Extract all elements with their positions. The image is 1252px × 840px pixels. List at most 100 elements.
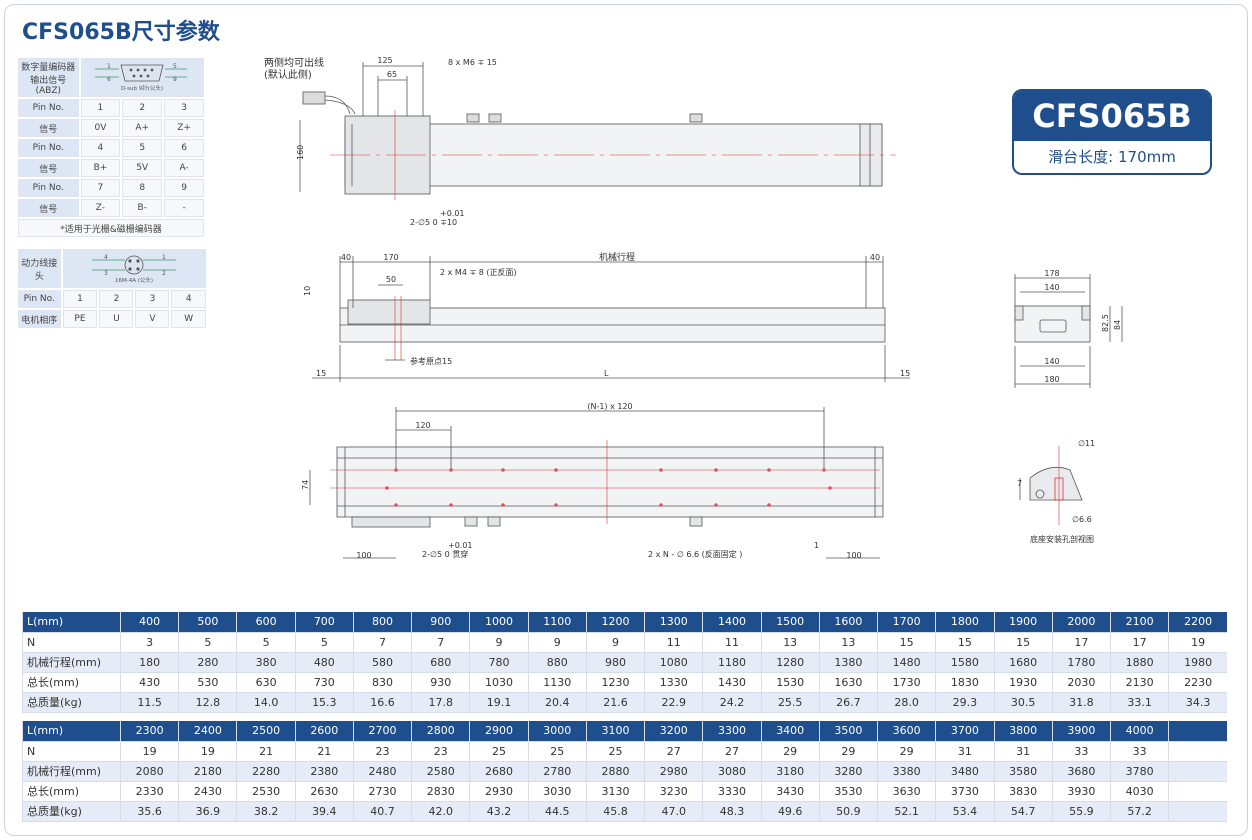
svg-text:74: 74	[301, 480, 310, 490]
spec-cell: 9	[527, 632, 587, 653]
spec-cell: 600	[236, 612, 296, 633]
svg-text:∅11: ∅11	[1078, 439, 1095, 448]
spec-cell: 2630	[294, 781, 354, 802]
spec-cell: 630	[236, 672, 296, 693]
spec-cell: 380	[236, 652, 296, 673]
spec-cell: 3280	[818, 761, 878, 782]
spec-cell: 730	[294, 672, 354, 693]
spec-cell: 2400	[178, 721, 237, 742]
bottom-holes	[385, 468, 832, 507]
spec-row-label: L(mm)	[22, 612, 121, 633]
spec-cell: 47.0	[644, 801, 703, 822]
spec-cell: 800	[352, 612, 412, 633]
svg-text:3: 3	[104, 270, 108, 277]
svg-text:10: 10	[303, 286, 312, 296]
spec-cell: 19	[1168, 632, 1227, 653]
spec-cell: 28.0	[877, 692, 936, 713]
spec-row-label: 机械行程(mm)	[22, 652, 121, 673]
spec-cell: 23	[352, 741, 412, 762]
svg-text:82.5: 82.5	[1101, 314, 1110, 332]
spec-cell: 33.1	[1109, 692, 1169, 713]
pin-tol: +0.01	[440, 209, 465, 218]
bottom-holes-callout: 2 x N - ∅ 6.6 (反面固定 )	[648, 549, 742, 559]
spec-row-label: 总长(mm)	[22, 781, 121, 802]
spec-cell: 2080	[119, 761, 179, 782]
spec-cell: 54.7	[993, 801, 1053, 822]
spec-cell: 33	[1051, 741, 1111, 762]
spec-cell: 14.0	[236, 692, 296, 713]
svg-text:180: 180	[1044, 375, 1059, 384]
spec-cell: 2230	[1168, 672, 1227, 693]
spec-cell: 15	[993, 632, 1053, 653]
svg-text:120: 120	[415, 421, 430, 430]
spec-cell: 31.8	[1051, 692, 1111, 713]
top-view	[299, 62, 896, 200]
pin-callout: 2-∅5 0 ∓10	[410, 218, 457, 227]
dsub-connector: 1 6 5 9 D-sub 9针(公头)	[80, 58, 204, 97]
conn-pin-9: 9	[173, 76, 177, 83]
spec-cell: 1580	[935, 652, 995, 673]
spec-cell: 2380	[294, 761, 354, 782]
spec-cell: 3030	[527, 781, 587, 802]
spec-cell: 1030	[469, 672, 529, 693]
svg-text:84: 84	[1113, 320, 1122, 330]
spec-cell: 42.0	[411, 801, 470, 822]
spec-cell: 2830	[411, 781, 470, 802]
spec-cell: 40.7	[352, 801, 412, 822]
page-title: CFS065B尺寸参数	[22, 20, 220, 45]
spec-cell: 3780	[1109, 761, 1169, 782]
spec-cell: 400	[119, 612, 179, 633]
svg-text:2: 2	[162, 270, 166, 277]
spec-cell: 21	[294, 741, 354, 762]
spec-cell: 1180	[702, 652, 762, 673]
spec-cell: 24.2	[702, 692, 762, 713]
power-conn-label: 16M-4A (公头)	[115, 276, 153, 284]
spec-cell: 17	[1051, 632, 1111, 653]
spec-cell: 2530	[236, 781, 296, 802]
svg-text:40: 40	[870, 253, 880, 262]
spec-row-label: 机械行程(mm)	[22, 761, 121, 782]
spec-cell: 980	[585, 652, 645, 673]
spec-cell: 34.3	[1168, 692, 1227, 713]
svg-text:140: 140	[1044, 283, 1059, 292]
encoder-pin-table: 数字量编码器 输出信号(ABZ) 1 6 5 9 D-sub 9针(公头) Pi…	[16, 56, 206, 239]
spec-cell: 12.8	[178, 692, 237, 713]
dim-160: 160	[296, 145, 305, 160]
svg-text:L: L	[604, 369, 609, 378]
svg-text:1: 1	[162, 254, 166, 261]
spec-cell: 3230	[644, 781, 703, 802]
spec-cell: 44.5	[527, 801, 587, 822]
spec-cell: 43.2	[469, 801, 529, 822]
spec-cell: 20.4	[527, 692, 587, 713]
spec-cell: 880	[527, 652, 587, 673]
spec-cell: 3200	[644, 721, 703, 742]
spec-cell: 19	[119, 741, 179, 762]
spec-cell: 2780	[527, 761, 587, 782]
spec-cell: 1900	[993, 612, 1053, 633]
spec-cell: 3300	[702, 721, 762, 742]
spec-cell: 530	[178, 672, 237, 693]
spec-cell: 1000	[469, 612, 529, 633]
spec-cell: 1300	[644, 612, 703, 633]
model-name: CFS065B	[1014, 91, 1210, 141]
spec-cell: 2880	[585, 761, 645, 782]
svg-text:1: 1	[814, 541, 819, 550]
spec-cell: 26.7	[818, 692, 878, 713]
spec-cell: 23	[411, 741, 470, 762]
spec-cell: 19.1	[469, 692, 529, 713]
spec-cell: 1980	[1168, 652, 1227, 673]
spec-cell: 2680	[469, 761, 529, 782]
svg-text:4: 4	[104, 254, 108, 261]
spec-cell: 16.6	[352, 692, 412, 713]
spec-cell: 48.3	[702, 801, 762, 822]
spec-cell: 2280	[236, 761, 296, 782]
spec-cell	[1168, 721, 1227, 742]
spec-cell: 5	[236, 632, 296, 653]
